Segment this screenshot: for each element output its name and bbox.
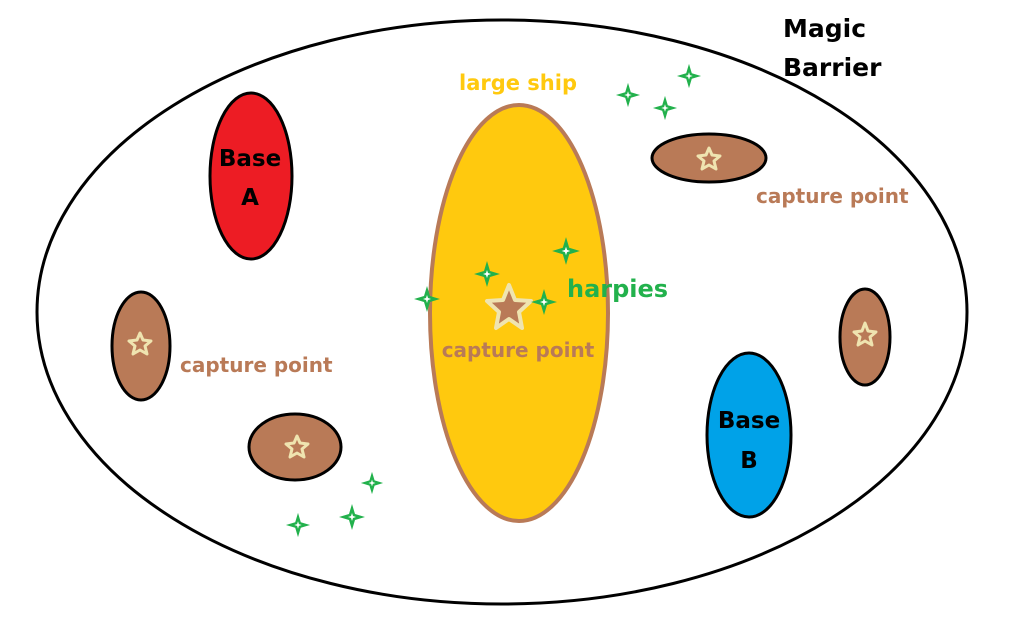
capture-point-right-star-icon — [852, 321, 878, 347]
harpies-label: harpies — [567, 275, 668, 303]
base-a — [208, 91, 294, 261]
barrier-label-line2: Barrier — [783, 53, 882, 82]
base-b-label-line2: B — [740, 448, 758, 474]
capture-point-lower-left-star-icon — [284, 434, 310, 459]
base-b — [705, 351, 793, 519]
capture-point-left-star-icon — [127, 331, 153, 356]
capture-label-right: capture point — [756, 184, 909, 208]
capture-point-upper-right-star-icon — [696, 146, 722, 171]
base-a-label-line1: Base — [219, 146, 281, 172]
capture-label-center: capture point — [442, 338, 595, 362]
capture-label-left: capture point — [180, 353, 333, 377]
base-a-label-line2: A — [241, 185, 259, 211]
ship-label: large ship — [459, 71, 577, 95]
barrier-label-line1: Magic — [783, 14, 866, 43]
base-b-label-line1: Base — [718, 408, 780, 434]
center-capture-star-icon — [485, 283, 533, 330]
